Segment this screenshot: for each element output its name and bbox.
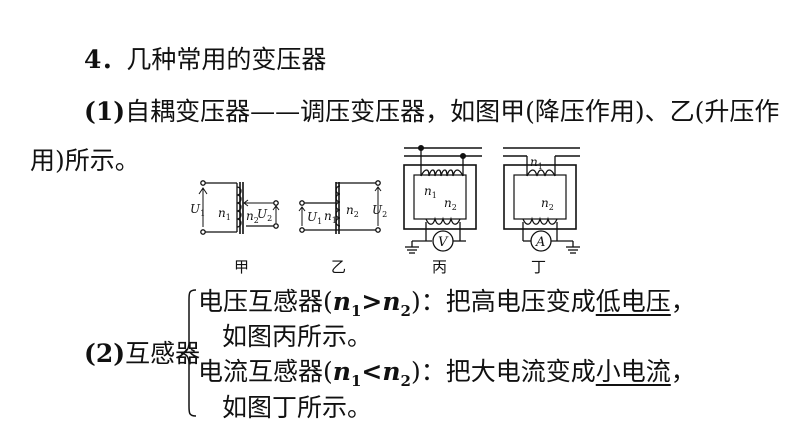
jia-u2-label: U2 — [257, 207, 272, 223]
voltage-transformer-line-1: 电压互感器(n1>n2)：把高电压变成低电压， — [198, 287, 696, 320]
autotransformer-line-1: (1)自耦变压器——调压变压器，如图甲(降压作用)、乙(升压作 — [84, 97, 779, 127]
bing-n2-label: n2 — [444, 196, 457, 212]
autotransformer-label: (1) — [84, 97, 126, 126]
caption-jia: 甲 — [234, 258, 250, 276]
ding-n2-label: n2 — [541, 196, 554, 212]
figure-jia — [198, 180, 280, 235]
caption-ding: 丁 — [531, 258, 547, 276]
mutual-label-text: 互感器 — [125, 339, 201, 368]
yi-n2-label: n2 — [346, 203, 359, 219]
caption-bing: 丙 — [432, 258, 448, 276]
voltage-transformer-line-2: 如图丙所示。 — [222, 322, 373, 351]
autotransformer-text-2: 用)所示。 — [30, 146, 140, 175]
bing-n1-label: n1 — [424, 184, 437, 200]
figure-yi — [298, 180, 382, 234]
ding-n1-label: n1 — [530, 155, 543, 171]
figure-ding — [503, 147, 580, 254]
jia-n1-label: n1 — [218, 206, 231, 222]
mutual-label: (2)互感器 — [84, 339, 200, 369]
current-transformer-line-1: 电流互感器(n1<n2)：把大电流变成小电流， — [198, 357, 696, 390]
small-current-underlined: 小电流 — [595, 357, 671, 386]
yi-u1-label: U1 — [307, 210, 322, 226]
yi-u2-label: U2 — [372, 203, 387, 219]
mutual-number: (2) — [84, 339, 126, 368]
heading-text: 几种常用的变压器 — [126, 45, 327, 74]
autotransformer-text-1: 自耦变压器——调压变压器，如图甲(降压作用)、乙(升压作 — [125, 97, 780, 126]
heading-number: 4． — [84, 45, 127, 74]
jia-n2-label: n2 — [246, 209, 259, 225]
voltmeter-icon: V — [438, 235, 449, 250]
brace-icon — [180, 289, 197, 417]
ammeter-icon: A — [535, 235, 545, 250]
low-voltage-underlined: 低电压 — [595, 287, 671, 316]
autotransformer-line-2: 用)所示。 — [30, 146, 140, 176]
current-transformer-line-2: 如图丁所示。 — [222, 393, 373, 422]
section-heading: 4．几种常用的变压器 — [84, 45, 326, 75]
yi-n1-label: n1 — [324, 209, 337, 225]
caption-yi: 乙 — [331, 258, 347, 276]
figure-bing — [403, 144, 482, 254]
jia-u1-label: U1 — [190, 202, 205, 218]
